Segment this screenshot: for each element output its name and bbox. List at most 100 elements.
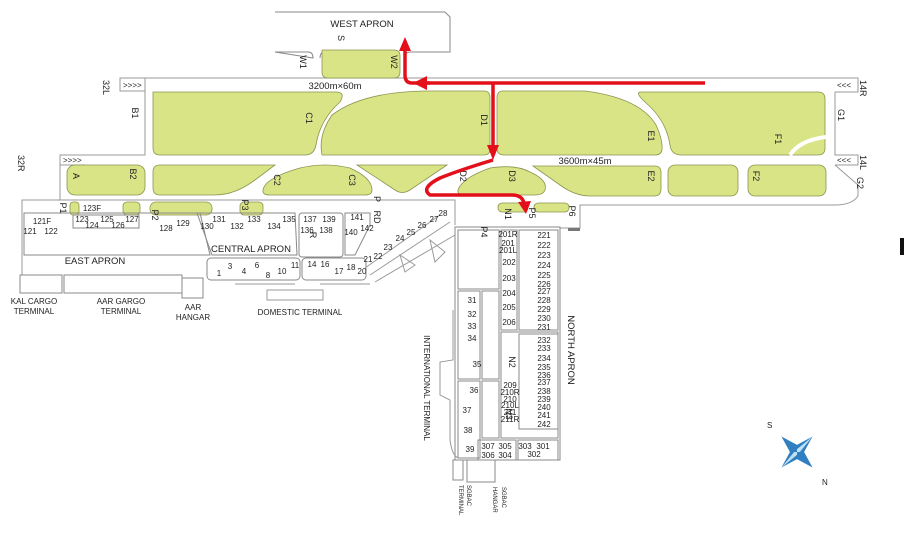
taxiway-label-a: A — [71, 173, 81, 179]
gate-label-203: 203 — [502, 274, 516, 283]
gate-label-306: 306 — [481, 451, 495, 460]
gate-label-222: 222 — [537, 241, 551, 250]
taxiway-label-c2: C2 — [272, 174, 282, 186]
gate-label-137: 137 — [303, 215, 317, 224]
gate-label-240: 240 — [537, 403, 551, 412]
gate-label-232: 232 — [537, 336, 551, 345]
taxiway-label-r: R — [308, 232, 318, 239]
gate-label-228: 228 — [537, 296, 551, 305]
taxiway-label-n3: N3 — [504, 408, 514, 420]
gate-label-234: 234 — [537, 354, 551, 363]
gate-label-242: 242 — [537, 420, 551, 429]
taxiway-label-c3: C3 — [347, 174, 357, 186]
taxiway-label-d1: D1 — [479, 114, 489, 126]
taxiway-label-e2: E2 — [646, 170, 656, 181]
gate-label-307: 307 — [481, 442, 495, 451]
taxiway-label-p1: P1 — [58, 202, 68, 213]
gate-label-39: 39 — [466, 445, 475, 454]
taxiway-label-g2: G2 — [855, 177, 865, 189]
sgbac-terminal-label-2: TERMINAL — [457, 485, 463, 516]
taxiway-label-rd: RD — [372, 211, 382, 224]
taxiway-label-g1: G1 — [836, 109, 846, 121]
taxiway-label-p: P — [372, 196, 382, 202]
gate-label-121: 121 — [23, 227, 37, 236]
gate-label-133: 133 — [247, 215, 261, 224]
central-apron-label: CENTRAL APRON — [211, 244, 291, 255]
gate-label-22: 22 — [374, 252, 383, 261]
gate-label-28: 28 — [439, 209, 448, 218]
gate-label-6: 6 — [255, 261, 260, 270]
gate-label-211r: 211R — [501, 415, 520, 424]
compass-rose: S N — [767, 421, 828, 487]
gate-label-27: 27 — [430, 215, 439, 224]
kal-cargo-label-2: TERMINAL — [14, 307, 55, 316]
west-apron-label: WEST APRON — [330, 19, 393, 30]
gate-label-33: 33 — [468, 322, 477, 331]
taxiway-label-n2: N2 — [507, 356, 517, 368]
gate-label-129: 129 — [176, 219, 190, 228]
compass-south: S — [767, 421, 772, 430]
gate-label-123f: 123F — [83, 204, 101, 213]
gate-label-35: 35 — [473, 360, 482, 369]
gate-label-26: 26 — [418, 221, 427, 230]
gate-label-141: 141 — [350, 213, 364, 222]
gate-label-238: 238 — [537, 387, 551, 396]
gate-label-38: 38 — [464, 426, 473, 435]
gate-label-205: 205 — [502, 303, 516, 312]
taxiway-label-f2: F2 — [751, 171, 761, 182]
gate-label-229: 229 — [537, 305, 551, 314]
gate-label-204: 204 — [502, 289, 516, 298]
gate-label-230: 230 — [537, 314, 551, 323]
gate-label-25: 25 — [407, 228, 416, 237]
gate-label-122: 122 — [44, 227, 58, 236]
gate-label-132: 132 — [230, 222, 244, 231]
north-apron-label: NORTH APRON — [565, 315, 576, 385]
svg-text:<<<: <<< — [837, 81, 851, 90]
gate-label-304: 304 — [498, 451, 512, 460]
taxiway-label-n1: N1 — [503, 208, 513, 220]
gate-label-209: 209 — [503, 381, 517, 390]
svg-text:>>>>: >>>> — [63, 156, 82, 165]
gate-label-301: 301 — [536, 442, 550, 451]
aar-cargo-label-2: TERMINAL — [101, 307, 142, 316]
gate-label-241: 241 — [537, 411, 551, 420]
gate-label-10: 10 — [278, 267, 287, 276]
gate-label-227: 227 — [537, 287, 551, 296]
gate-label-11: 11 — [291, 261, 300, 270]
taxiway-label-f1: F1 — [773, 134, 783, 145]
grass-areas — [66, 49, 827, 216]
taxiway-label-d3: D3 — [507, 170, 517, 182]
gate-label-32: 32 — [468, 310, 477, 319]
sgbac-hangar-label: SGBAC — [500, 487, 506, 509]
gate-label-21: 21 — [364, 255, 373, 264]
gate-label-303: 303 — [518, 442, 532, 451]
gate-label-239: 239 — [537, 395, 551, 404]
gate-label-223: 223 — [537, 251, 551, 260]
runway-32L-label: 32L — [101, 80, 111, 95]
gate-label-123: 123 — [75, 215, 89, 224]
taxiway-label-s: S — [336, 35, 346, 41]
gate-label-139: 139 — [322, 215, 336, 224]
gate-label-211: 211 — [504, 408, 517, 417]
gate-label-125: 125 — [100, 215, 114, 224]
taxiway-label-w2: W2 — [389, 55, 399, 69]
gate-label-202: 202 — [502, 258, 516, 267]
gate-label-131: 131 — [212, 215, 226, 224]
gate-label-201r: 201R — [498, 230, 517, 239]
taxi-route — [399, 37, 705, 214]
aprons-buildings — [19, 212, 561, 483]
gate-label-37: 37 — [463, 406, 472, 415]
gate-label-31: 31 — [468, 296, 477, 305]
gate-label-3: 3 — [228, 262, 233, 271]
gate-label-226: 226 — [537, 280, 551, 289]
gate-label-18: 18 — [347, 263, 356, 272]
sgbac-hangar-label-2: HANGAR — [491, 487, 497, 513]
runway-north-dimension: 3200m×60m — [308, 81, 361, 92]
gate-label-302: 302 — [527, 450, 541, 459]
compass-north: N — [822, 478, 828, 487]
gate-label-233: 233 — [537, 344, 551, 353]
gate-label-34: 34 — [468, 334, 477, 343]
taxiway-label-p4: P4 — [479, 226, 489, 237]
